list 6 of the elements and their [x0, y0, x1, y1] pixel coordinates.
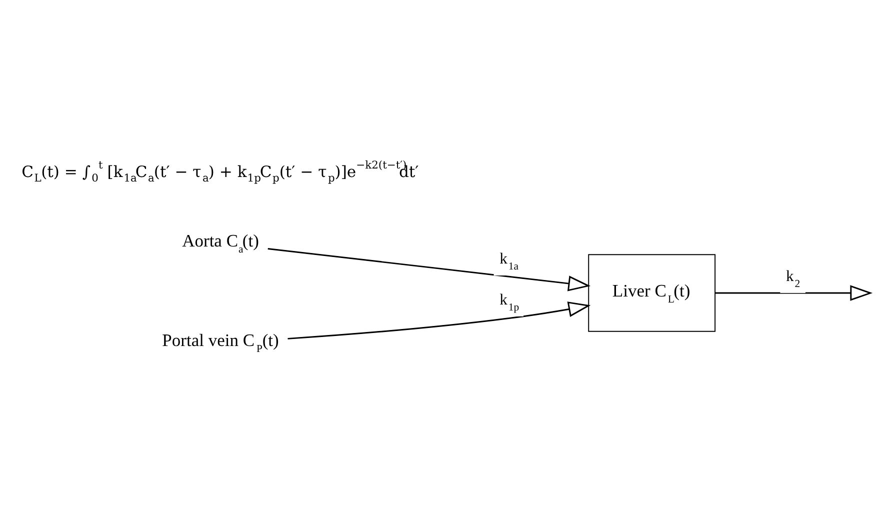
edge-label: k$_{1a}$: [500, 250, 518, 273]
edge-label: k$_{2}$: [786, 268, 800, 290]
edge-label: k$_{1p}$: [500, 291, 520, 314]
node-text: Aorta C$_{a}$(t): [182, 230, 259, 256]
node-text: Portal vein C$_{P}$(t): [162, 330, 279, 355]
label: C$_{L}$(t) = ∫$_{0}$$^{t}$ [k$_{1a}$C$_{a}$(t′ − τ$_{a}$) + k$_{1p}$C$_{p}$(t′ − τ$_{p}$)]e$^{−k2(t−t′)}$dt′: [22, 158, 419, 185]
